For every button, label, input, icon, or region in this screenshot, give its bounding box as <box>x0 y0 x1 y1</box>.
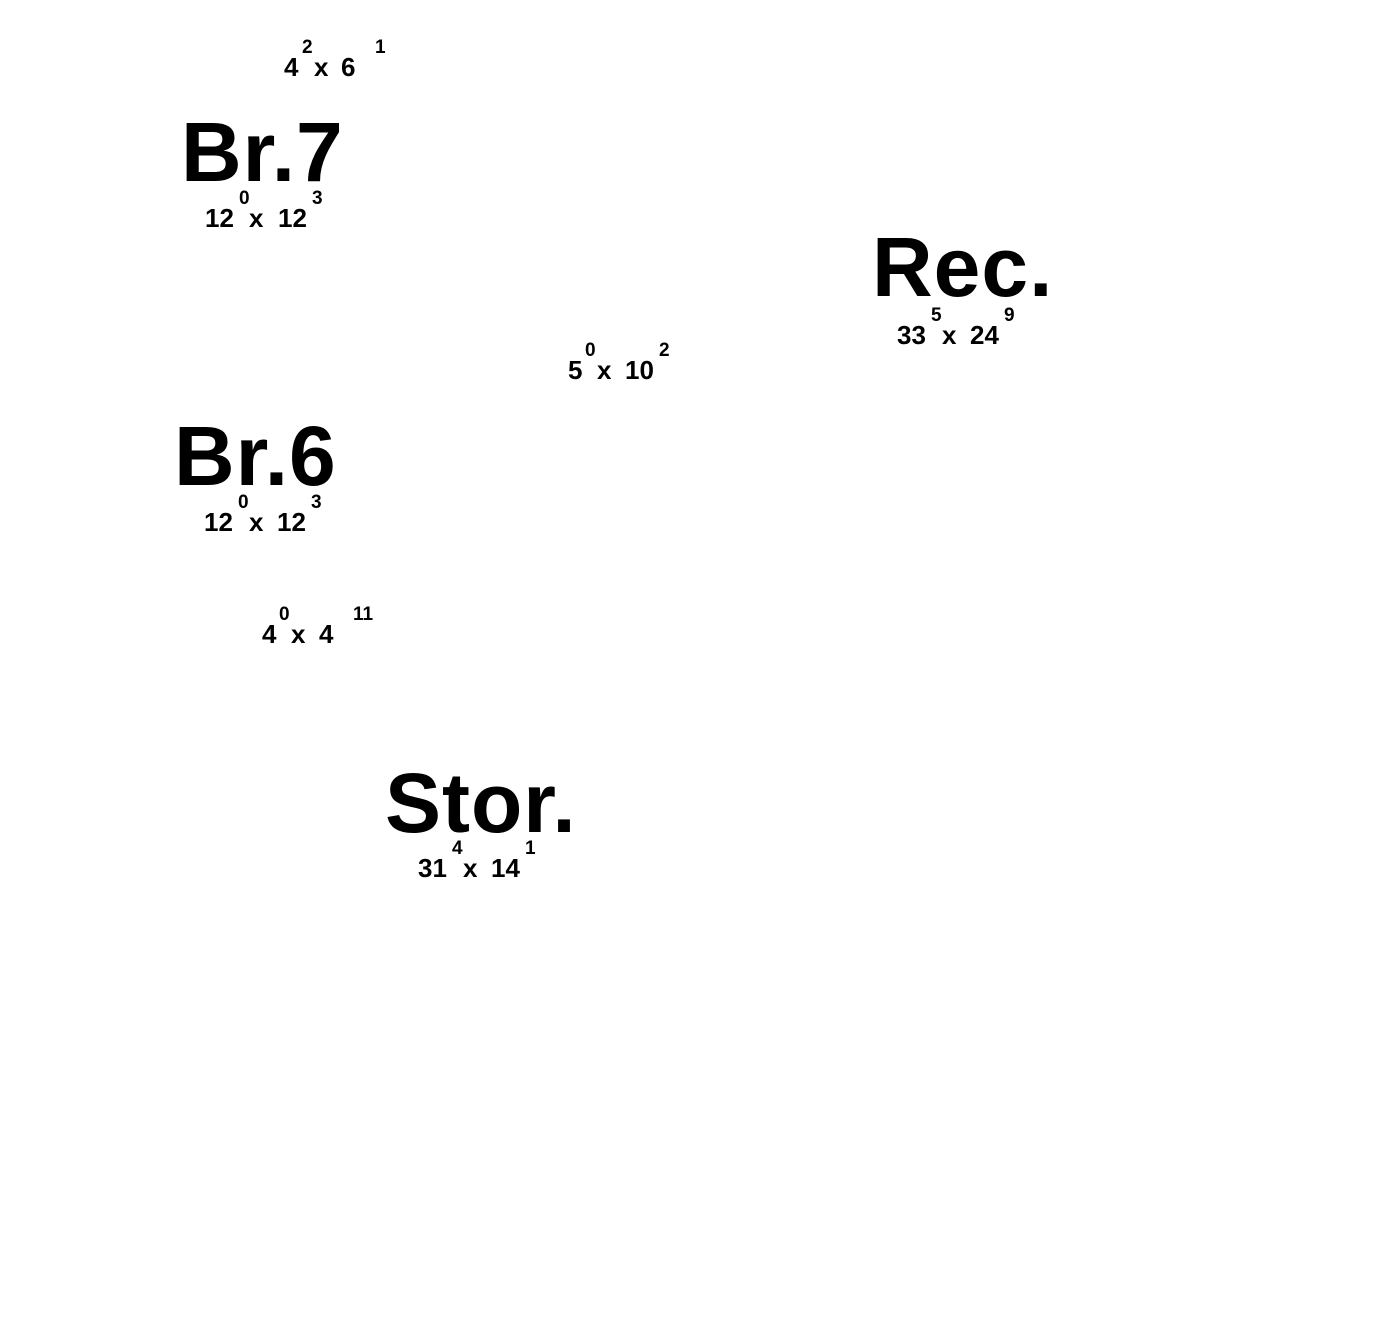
dimension-height-feet: 6 <box>341 52 356 82</box>
room-name-br7: Br.7 <box>181 105 344 199</box>
dimension-width-inches: 0 <box>239 188 250 209</box>
dimension-width-feet: 12 <box>205 203 234 233</box>
dimension-width-feet: 31 <box>418 853 447 883</box>
dimension-width-feet: 33 <box>897 320 926 350</box>
dimension-width-inches: 2 <box>302 37 313 58</box>
room-name-br6: Br.6 <box>174 409 337 503</box>
dimension-separator: x <box>291 619 306 649</box>
dimension-separator: x <box>314 52 329 82</box>
dimension-height-feet: 24 <box>970 320 999 350</box>
room-name-stor: Stor. <box>385 756 577 850</box>
dimension-height-inches: 9 <box>1004 305 1015 326</box>
dimension-height-feet: 12 <box>277 507 306 537</box>
room-name-rec: Rec. <box>872 220 1054 314</box>
dimension-height-inches: 2 <box>659 340 670 361</box>
dimension-height-inches: 1 <box>375 37 386 58</box>
dimension-separator: x <box>463 853 478 883</box>
dimension-width-inches: 0 <box>585 340 596 361</box>
dimension-separator: x <box>597 355 612 385</box>
dimension-height-feet: 12 <box>278 203 307 233</box>
dimension-width-feet: 12 <box>204 507 233 537</box>
dimension-height-inches: 1 <box>525 838 536 859</box>
dimension-separator: x <box>942 320 957 350</box>
dimension-width-feet: 4 <box>284 52 299 82</box>
dimension-height-feet: 10 <box>625 355 654 385</box>
dimension-width-feet: 4 <box>262 619 277 649</box>
dimension-width-inches: 0 <box>238 492 249 513</box>
dimension-height-feet: 14 <box>491 853 520 883</box>
dimension-height-feet: 4 <box>319 619 334 649</box>
dimension-width-inches: 4 <box>452 838 463 859</box>
dimension-separator: x <box>249 507 264 537</box>
dimension-width-inches: 5 <box>931 305 942 326</box>
dimension-height-inches: 11 <box>353 604 374 625</box>
dimension-width-feet: 5 <box>568 355 583 385</box>
dimension-height-inches: 3 <box>312 188 323 209</box>
dimension-height-inches: 3 <box>311 492 322 513</box>
dimension-width-inches: 0 <box>279 604 290 625</box>
dimension-separator: x <box>249 203 264 233</box>
